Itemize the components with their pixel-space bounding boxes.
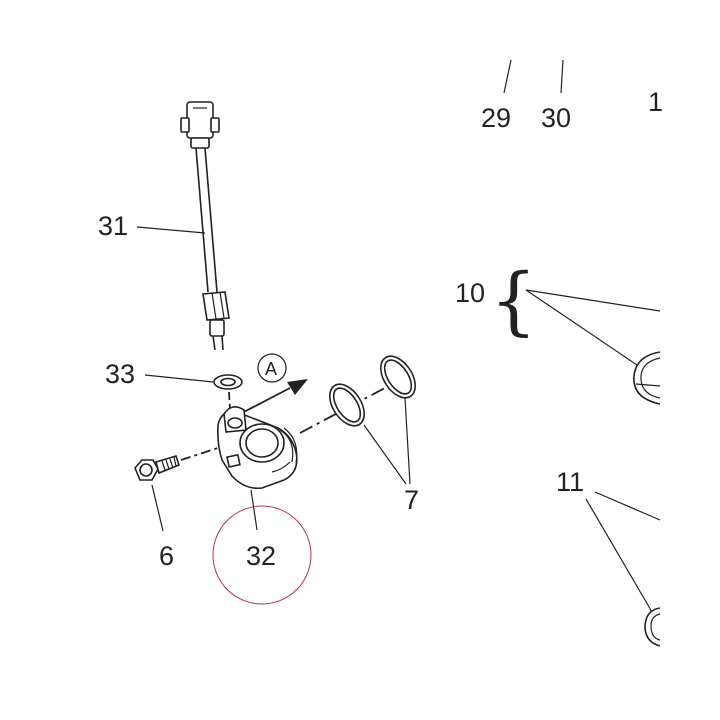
callout-1: 1 — [648, 87, 663, 117]
callout-33: 33 — [105, 359, 135, 389]
sensor-part-31 — [180, 101, 230, 351]
leader-29 — [503, 59, 512, 94]
leader-11-a — [594, 491, 661, 521]
leader-32 — [250, 489, 258, 531]
centerline-bolt — [180, 446, 222, 461]
callout-32: 32 — [246, 541, 276, 571]
callout-11: 11 — [556, 467, 584, 497]
bolt-part-6 — [134, 455, 180, 481]
washer-part-33 — [213, 374, 243, 390]
callout-30: 30 — [541, 103, 571, 133]
view-arrow-head — [287, 379, 308, 395]
leader-30 — [560, 59, 564, 94]
ring-part-10 — [633, 351, 661, 405]
leader-10-a — [525, 289, 661, 312]
callout-10: 10 — [455, 278, 485, 308]
highlight-circle-32 — [212, 505, 312, 605]
callout-7: 7 — [404, 485, 419, 515]
view-marker-a: A — [265, 359, 277, 379]
leader-6 — [151, 484, 164, 532]
o-ring-part-7-a — [329, 383, 365, 427]
callout-29: 29 — [481, 103, 511, 133]
leader-7-a — [363, 424, 407, 485]
housing-part-32 — [217, 406, 298, 490]
leader-31 — [136, 226, 206, 234]
view-arrow-shaft — [239, 387, 291, 415]
leader-7-b — [404, 397, 411, 485]
o-ring-part-7-b — [380, 355, 416, 399]
leader-10-b — [525, 289, 638, 366]
callout-6: 6 — [159, 541, 174, 571]
ring-part-11 — [644, 607, 661, 647]
brace-10: { — [490, 258, 537, 344]
callout-31: 31 — [98, 211, 128, 241]
view-marker-circle — [257, 353, 287, 383]
leader-11-b — [585, 498, 653, 613]
leader-33 — [144, 374, 214, 383]
